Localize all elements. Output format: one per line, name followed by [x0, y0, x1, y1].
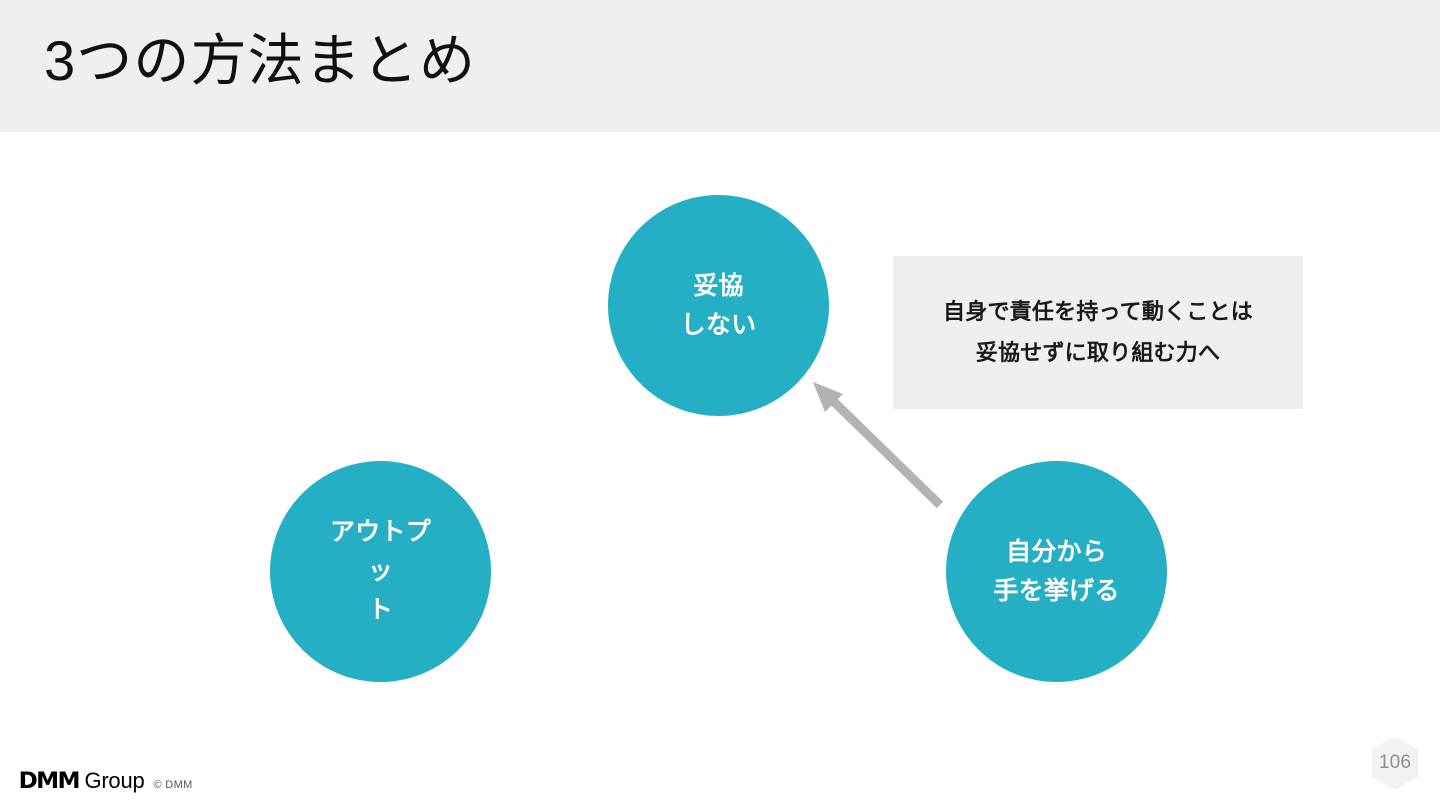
circle-label-line2: しない — [680, 310, 757, 339]
dmm-logo-mark: DMM — [18, 769, 81, 794]
hexagon-icon — [1372, 736, 1418, 790]
dmm-logo-word: Group — [84, 768, 145, 793]
circle-label-line1: アウトプッ — [329, 518, 431, 586]
circle-label: 妥協 しない — [639, 267, 799, 345]
circle-label-line1: 妥協 — [693, 271, 744, 300]
callout-line-2: 妥協せずに取り組む力へ — [975, 339, 1221, 365]
footer-logo: DMM Group © DMM — [18, 768, 193, 794]
page-title: 3つの方法まとめ — [44, 29, 477, 92]
circle-node-compromise[interactable]: 妥協 しない — [608, 195, 829, 416]
circle-node-raise-hand[interactable]: 自分から 手を挙げる — [946, 461, 1167, 682]
circle-label: アウトプッ ト — [321, 513, 441, 629]
callout-line-1: 自身で責任を持って動くことは — [943, 298, 1253, 324]
connector-arrow-icon — [813, 382, 944, 509]
callout-box: 自身で責任を持って動くことは 妥協せずに取り組む力へ — [893, 256, 1303, 409]
page-number-badge: 106 — [1368, 734, 1422, 792]
circle-label-line2: 手を挙げる — [993, 576, 1120, 605]
copyright-text: © DMM — [153, 779, 193, 791]
circle-label-line1: 自分から — [1005, 537, 1107, 566]
page-number: 106 — [1378, 752, 1412, 773]
circle-node-output[interactable]: アウトプッ ト — [270, 461, 491, 682]
header-band — [0, 0, 1440, 132]
circle-label-line2: ト — [367, 595, 394, 624]
circle-label: 自分から 手を挙げる — [977, 533, 1137, 611]
